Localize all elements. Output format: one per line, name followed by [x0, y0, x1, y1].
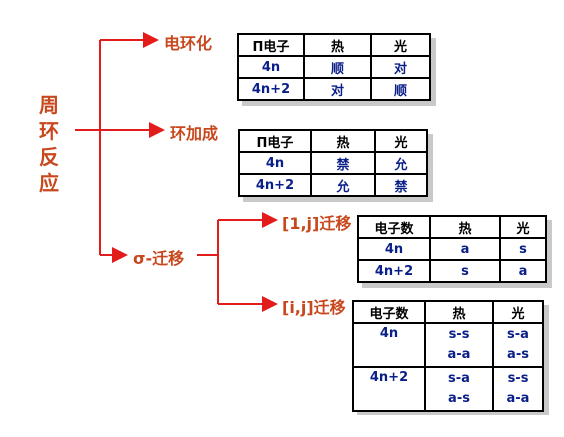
header-cell: 光	[492, 300, 544, 324]
branch-shift-ij: [i,j]迁移	[282, 298, 346, 317]
header-cell: 热	[424, 300, 494, 324]
table-cell: a	[429, 237, 501, 261]
table-cell: 4n	[357, 237, 431, 261]
table-cell: s-a a-s	[492, 322, 544, 368]
header-cell: Π电子	[238, 129, 312, 153]
branch-electrocyclic: 电环化	[164, 34, 213, 53]
branch-shift-1j: [1,j]迁移	[282, 214, 352, 233]
table-cell: 4n+2	[237, 77, 305, 101]
table-cell: 允	[374, 151, 428, 175]
table-cell: 顺	[370, 77, 431, 101]
cell-line: a-a	[447, 347, 471, 362]
header-cell: 光	[374, 129, 428, 153]
table-shift-1j: 电子数 热 光 4n a s 4n+2 s a	[357, 215, 547, 283]
header-cell: 电子数	[357, 215, 431, 239]
table-cell: a	[499, 259, 547, 283]
header-cell: 光	[499, 215, 547, 239]
root-label-text: 周 环 反 应	[39, 93, 59, 195]
table-cell: 4n+2	[357, 259, 431, 283]
table-cell: 对	[370, 55, 431, 79]
cell-line: s-s	[507, 371, 529, 386]
table-cycloaddition: Π电子 热 光 4n 禁 允 4n+2 允 禁	[238, 129, 428, 197]
table-cell: 4n+2	[238, 173, 312, 197]
table-cell: 禁	[374, 173, 428, 197]
table-shift-ij: 电子数 热 光 4n s-s a-a s-a a-s 4n+2 s-a a-s …	[352, 300, 544, 412]
cell-line: a-a	[506, 391, 530, 406]
branch-sigmatropic: σ-迁移	[133, 249, 185, 268]
header-cell: 热	[310, 129, 376, 153]
table-cell: 顺	[303, 55, 372, 79]
header-cell: Π电子	[237, 33, 305, 57]
root-label: 周 环 反 应	[38, 92, 60, 196]
cell-line: s-s	[448, 327, 470, 342]
table-cell: s-a a-s	[424, 366, 494, 412]
cell-line: a-s	[448, 391, 470, 406]
header-cell: 热	[429, 215, 501, 239]
table-cell: s-s a-a	[424, 322, 494, 368]
branch-cycloaddition: 环加成	[170, 124, 219, 143]
table-cell: 4n	[237, 55, 305, 79]
table-cell: s	[429, 259, 501, 283]
table-cell: 4n	[238, 151, 312, 175]
table-cell: 禁	[310, 151, 376, 175]
table-cell: 4n	[352, 322, 426, 368]
table-cell: s-s a-a	[492, 366, 544, 412]
header-cell: 热	[303, 33, 372, 57]
cell-line: a-s	[507, 347, 529, 362]
table-cell: 4n+2	[352, 366, 426, 412]
table-cell: 对	[303, 77, 372, 101]
header-cell: 电子数	[352, 300, 426, 324]
cell-line: s-a	[507, 327, 529, 342]
table-cell: 允	[310, 173, 376, 197]
table-cell: s	[499, 237, 547, 261]
header-cell: 光	[370, 33, 431, 57]
table-electrocyclic: Π电子 热 光 4n 顺 对 4n+2 对 顺	[237, 33, 431, 101]
cell-line: s-a	[448, 371, 470, 386]
